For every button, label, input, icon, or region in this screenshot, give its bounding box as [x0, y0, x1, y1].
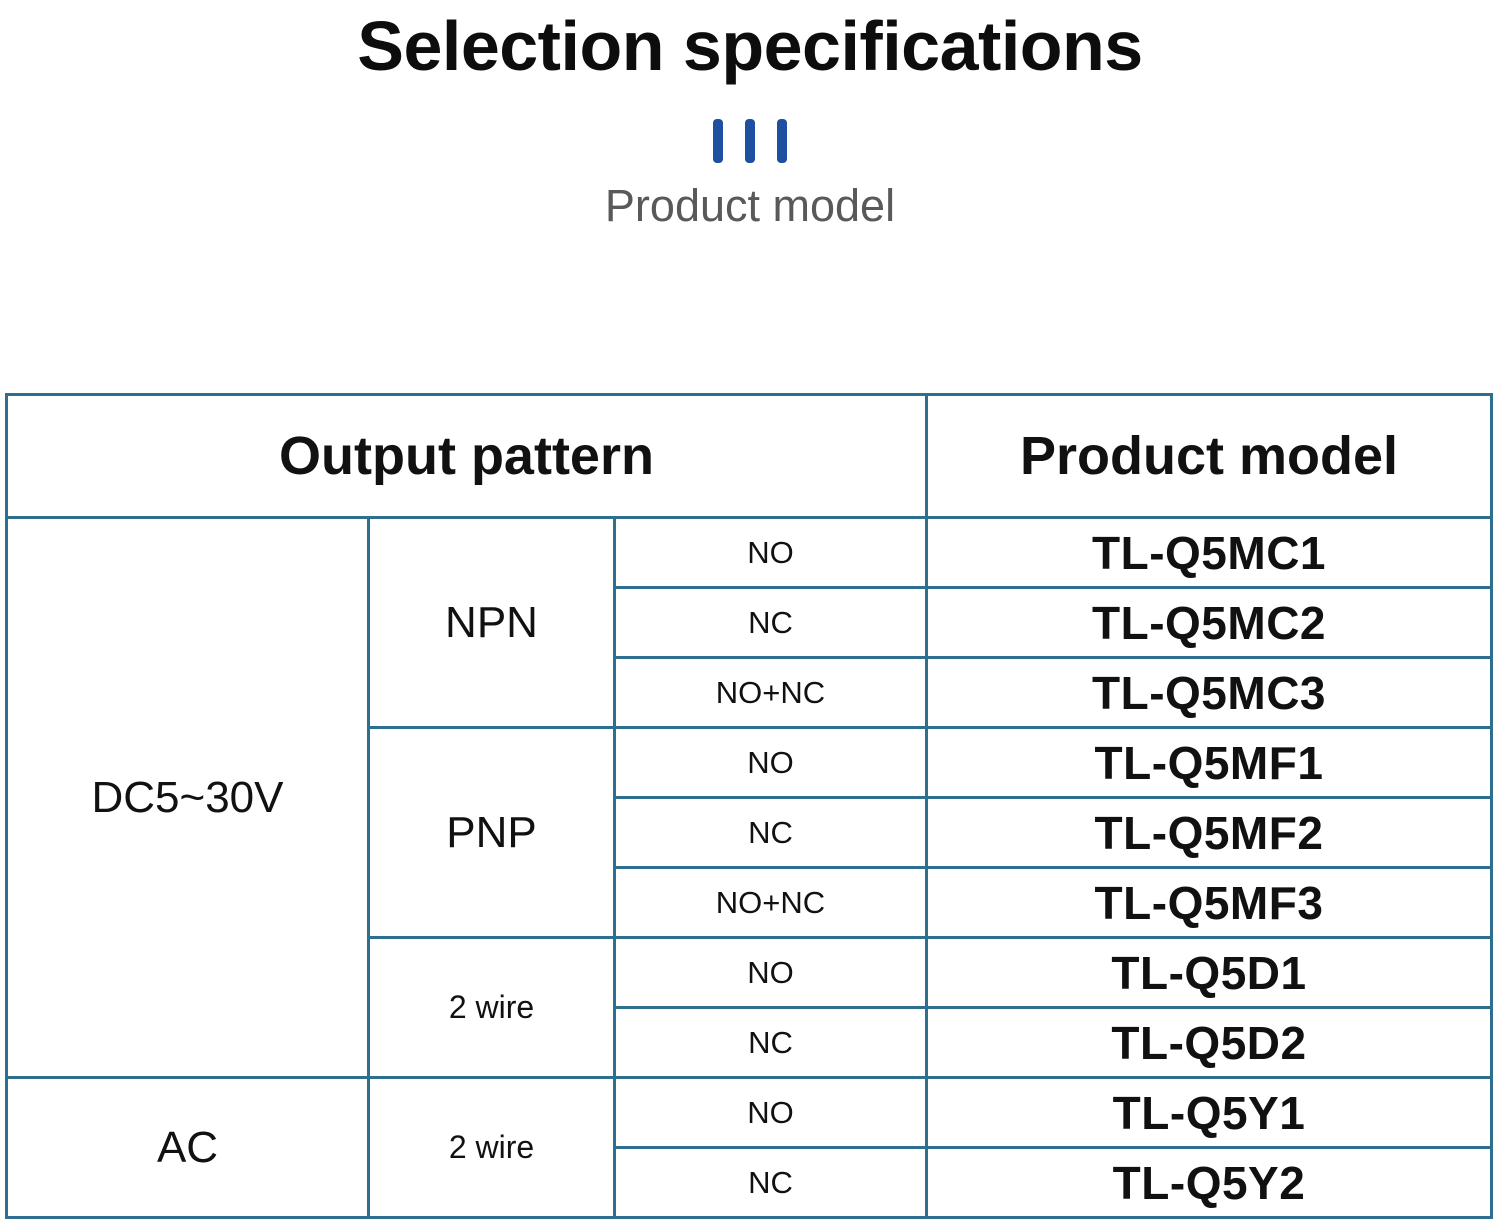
- supply-cell-dc: DC5~30V: [5, 516, 370, 1079]
- bar-2: [745, 119, 755, 163]
- product-model-cell: TL-Q5MC2: [925, 586, 1493, 659]
- column-header-output-pattern: Output pattern: [5, 393, 928, 519]
- contact-cell: NO: [613, 516, 928, 589]
- contact-cell: NC: [613, 1146, 928, 1219]
- contact-cell: NO: [613, 726, 928, 799]
- table-row: NC TL-Q5MC2: [7, 586, 1493, 659]
- product-model-cell: TL-Q5Y2: [925, 1146, 1493, 1219]
- product-model-cell: TL-Q5Y1: [925, 1076, 1493, 1149]
- supply-cell-ac: AC: [5, 1076, 370, 1219]
- table-row: NO+NC TL-Q5MF3: [7, 866, 1493, 939]
- page-header: Selection specifications Product model: [0, 0, 1500, 234]
- selection-specifications-table: Output pattern Product model DC5~30V NPN…: [5, 393, 1493, 1219]
- three-vertical-bars-icon: [713, 118, 787, 164]
- contact-cell: NO: [613, 936, 928, 1009]
- output-type-cell-npn: NPN: [367, 516, 616, 729]
- table-row: NC TL-Q5MF2: [7, 796, 1493, 869]
- product-model-cell: TL-Q5MF3: [925, 866, 1493, 939]
- contact-cell: NC: [613, 796, 928, 869]
- product-model-cell: TL-Q5MF2: [925, 796, 1493, 869]
- contact-cell: NC: [613, 1006, 928, 1079]
- table-row: AC 2 wire NO TL-Q5Y1: [5, 1076, 1493, 1219]
- output-type-cell-2wire-ac: 2 wire: [367, 1076, 616, 1219]
- product-model-cell: TL-Q5MC3: [925, 656, 1493, 729]
- table-row: DC5~30V NPN NO TL-Q5MC1: [5, 516, 1493, 1079]
- table-row: NC TL-Q5Y2: [7, 1146, 1493, 1219]
- product-model-cell: TL-Q5D2: [925, 1006, 1493, 1079]
- product-model-cell: TL-Q5D1: [925, 936, 1493, 1009]
- contact-cell: NO: [613, 1076, 928, 1149]
- table-row: 2 wire NO TL-Q5D1: [7, 936, 1493, 1079]
- output-type-cell-pnp: PNP: [367, 726, 616, 939]
- contact-cell: NC: [613, 586, 928, 659]
- output-type-cell-2wire-dc: 2 wire: [367, 936, 616, 1079]
- product-model-cell: TL-Q5MC1: [925, 516, 1493, 589]
- selection-table-container: Output pattern Product model DC5~30V NPN…: [5, 393, 1493, 1219]
- contact-cell: NO+NC: [613, 656, 928, 729]
- table-row: NC TL-Q5D2: [7, 1006, 1493, 1079]
- contact-cell: NO+NC: [613, 866, 928, 939]
- page-title: Selection specifications: [357, 7, 1143, 85]
- table-header-row: Output pattern Product model: [5, 393, 1493, 519]
- page-subtitle: Product model: [604, 180, 896, 231]
- column-header-product-model: Product model: [925, 393, 1493, 519]
- product-model-cell: TL-Q5MF1: [925, 726, 1493, 799]
- bar-3: [777, 119, 787, 163]
- table-row: NO+NC TL-Q5MC3: [7, 656, 1493, 729]
- bar-1: [713, 119, 723, 163]
- table-row: PNP NO TL-Q5MF1: [7, 726, 1493, 939]
